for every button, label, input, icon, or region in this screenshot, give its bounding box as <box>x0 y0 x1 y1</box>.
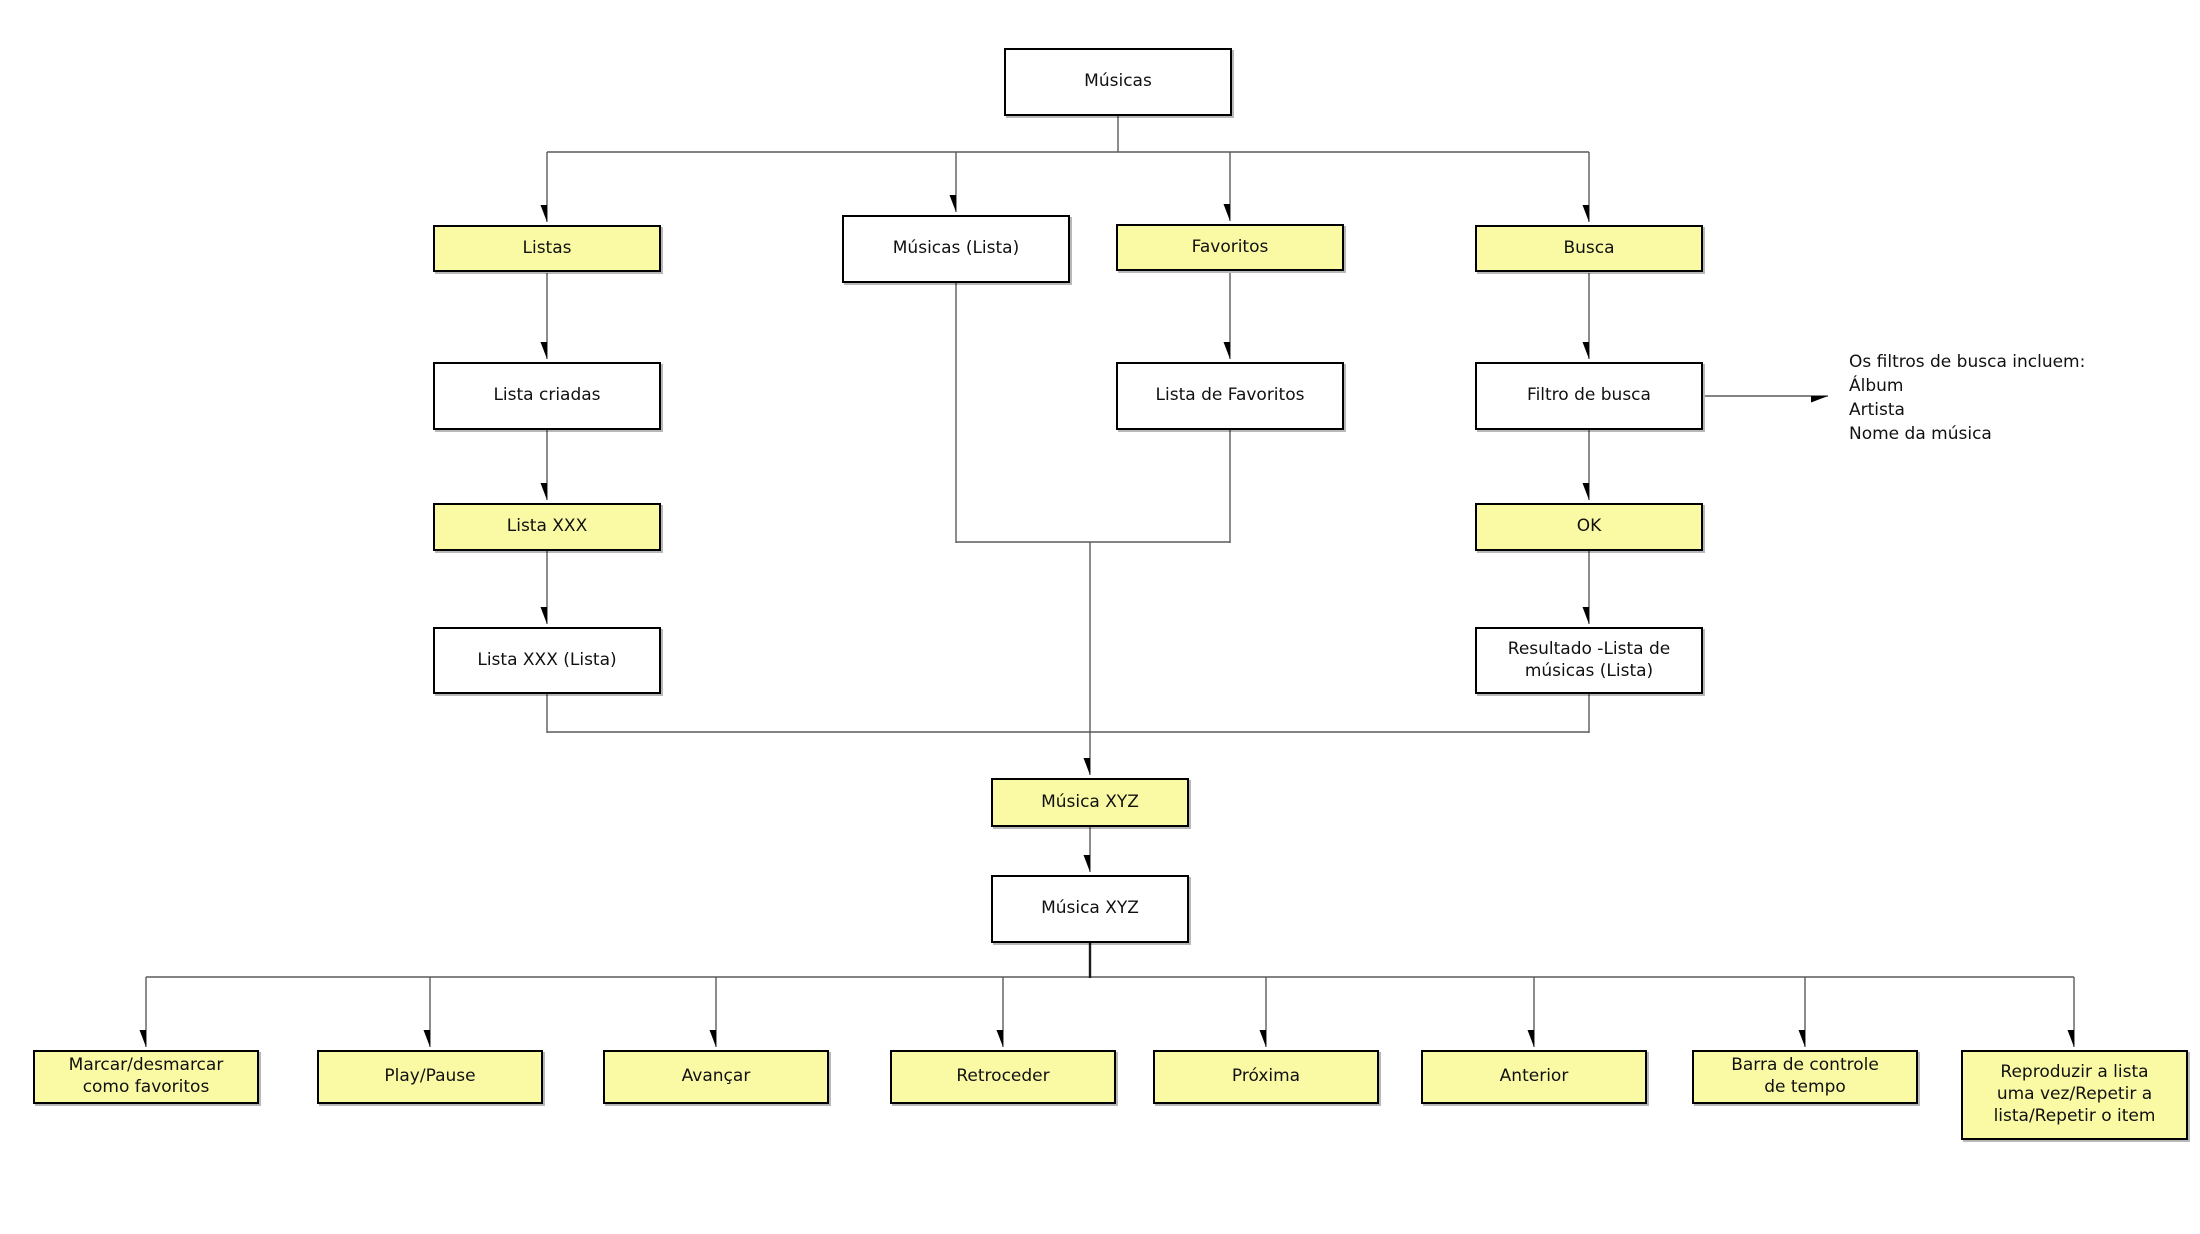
note-line: Álbum <box>1849 376 1904 396</box>
node-label: Lista criadas <box>493 385 601 406</box>
node-label: Listas <box>522 237 572 258</box>
node-label: Próxima <box>1231 1066 1301 1087</box>
node-marcar-desmarcar: Marcar/desmarcar como favoritos <box>33 1050 259 1104</box>
node-label: Lista de Favoritos <box>1155 385 1305 406</box>
node-filtro-de-busca: Filtro de busca <box>1475 362 1703 430</box>
node-label: Play/Pause <box>384 1066 476 1087</box>
node-label: Marcar/desmarcar como favoritos <box>68 1055 224 1097</box>
node-label: Lista XXX <box>506 516 588 537</box>
note-line: Nome da música <box>1849 424 1992 444</box>
node-busca: Busca <box>1475 225 1703 272</box>
node-resultado-lista: Resultado -Lista de músicas (Lista) <box>1475 627 1703 694</box>
node-lista-criadas: Lista criadas <box>433 362 661 430</box>
node-proxima: Próxima <box>1153 1050 1379 1104</box>
node-avancar: Avançar <box>603 1050 829 1104</box>
node-musica-xyz-detail: Música XYZ <box>991 875 1189 943</box>
search-filters-note: Os filtros de busca incluem: Álbum Artis… <box>1849 350 2085 446</box>
node-label: Busca <box>1563 237 1615 258</box>
node-reproduzir-repetir: Reproduzir a lista uma vez/Repetir a lis… <box>1961 1050 2188 1140</box>
node-barra-tempo: Barra de controle de tempo <box>1692 1050 1918 1104</box>
note-line: Artista <box>1849 400 1905 420</box>
node-musica-xyz-selected: Música XYZ <box>991 778 1189 827</box>
node-label: Lista XXX (Lista) <box>477 649 617 670</box>
node-favoritos: Favoritos <box>1116 224 1344 271</box>
node-lista-xxx-lista: Lista XXX (Lista) <box>433 627 661 694</box>
node-label: Música XYZ <box>1041 791 1139 812</box>
node-lista-de-favoritos: Lista de Favoritos <box>1116 362 1344 430</box>
node-label: Músicas (Lista) <box>892 238 1020 259</box>
node-listas: Listas <box>433 225 661 272</box>
node-musicas-lista: Músicas (Lista) <box>842 215 1070 283</box>
node-label: Favoritos <box>1191 236 1269 257</box>
node-lista-xxx: Lista XXX <box>433 503 661 551</box>
node-retroceder: Retroceder <box>890 1050 1116 1104</box>
node-label: Avançar <box>681 1066 751 1087</box>
node-label: Músicas <box>1084 71 1152 92</box>
node-musicas: Músicas <box>1004 48 1232 116</box>
node-label: Reproduzir a lista uma vez/Repetir a lis… <box>1993 1062 2156 1126</box>
node-play-pause: Play/Pause <box>317 1050 543 1104</box>
note-line: Os filtros de busca incluem: <box>1849 352 2086 372</box>
node-label: OK <box>1576 516 1602 537</box>
node-label: Filtro de busca <box>1527 385 1651 406</box>
node-label: Música XYZ <box>1041 898 1139 919</box>
node-label: Retroceder <box>956 1066 1050 1087</box>
node-label: Resultado -Lista de músicas (Lista) <box>1507 638 1671 681</box>
node-ok: OK <box>1475 503 1703 551</box>
node-label: Barra de controle de tempo <box>1731 1055 1879 1097</box>
node-anterior: Anterior <box>1421 1050 1647 1104</box>
node-label: Anterior <box>1499 1066 1569 1087</box>
